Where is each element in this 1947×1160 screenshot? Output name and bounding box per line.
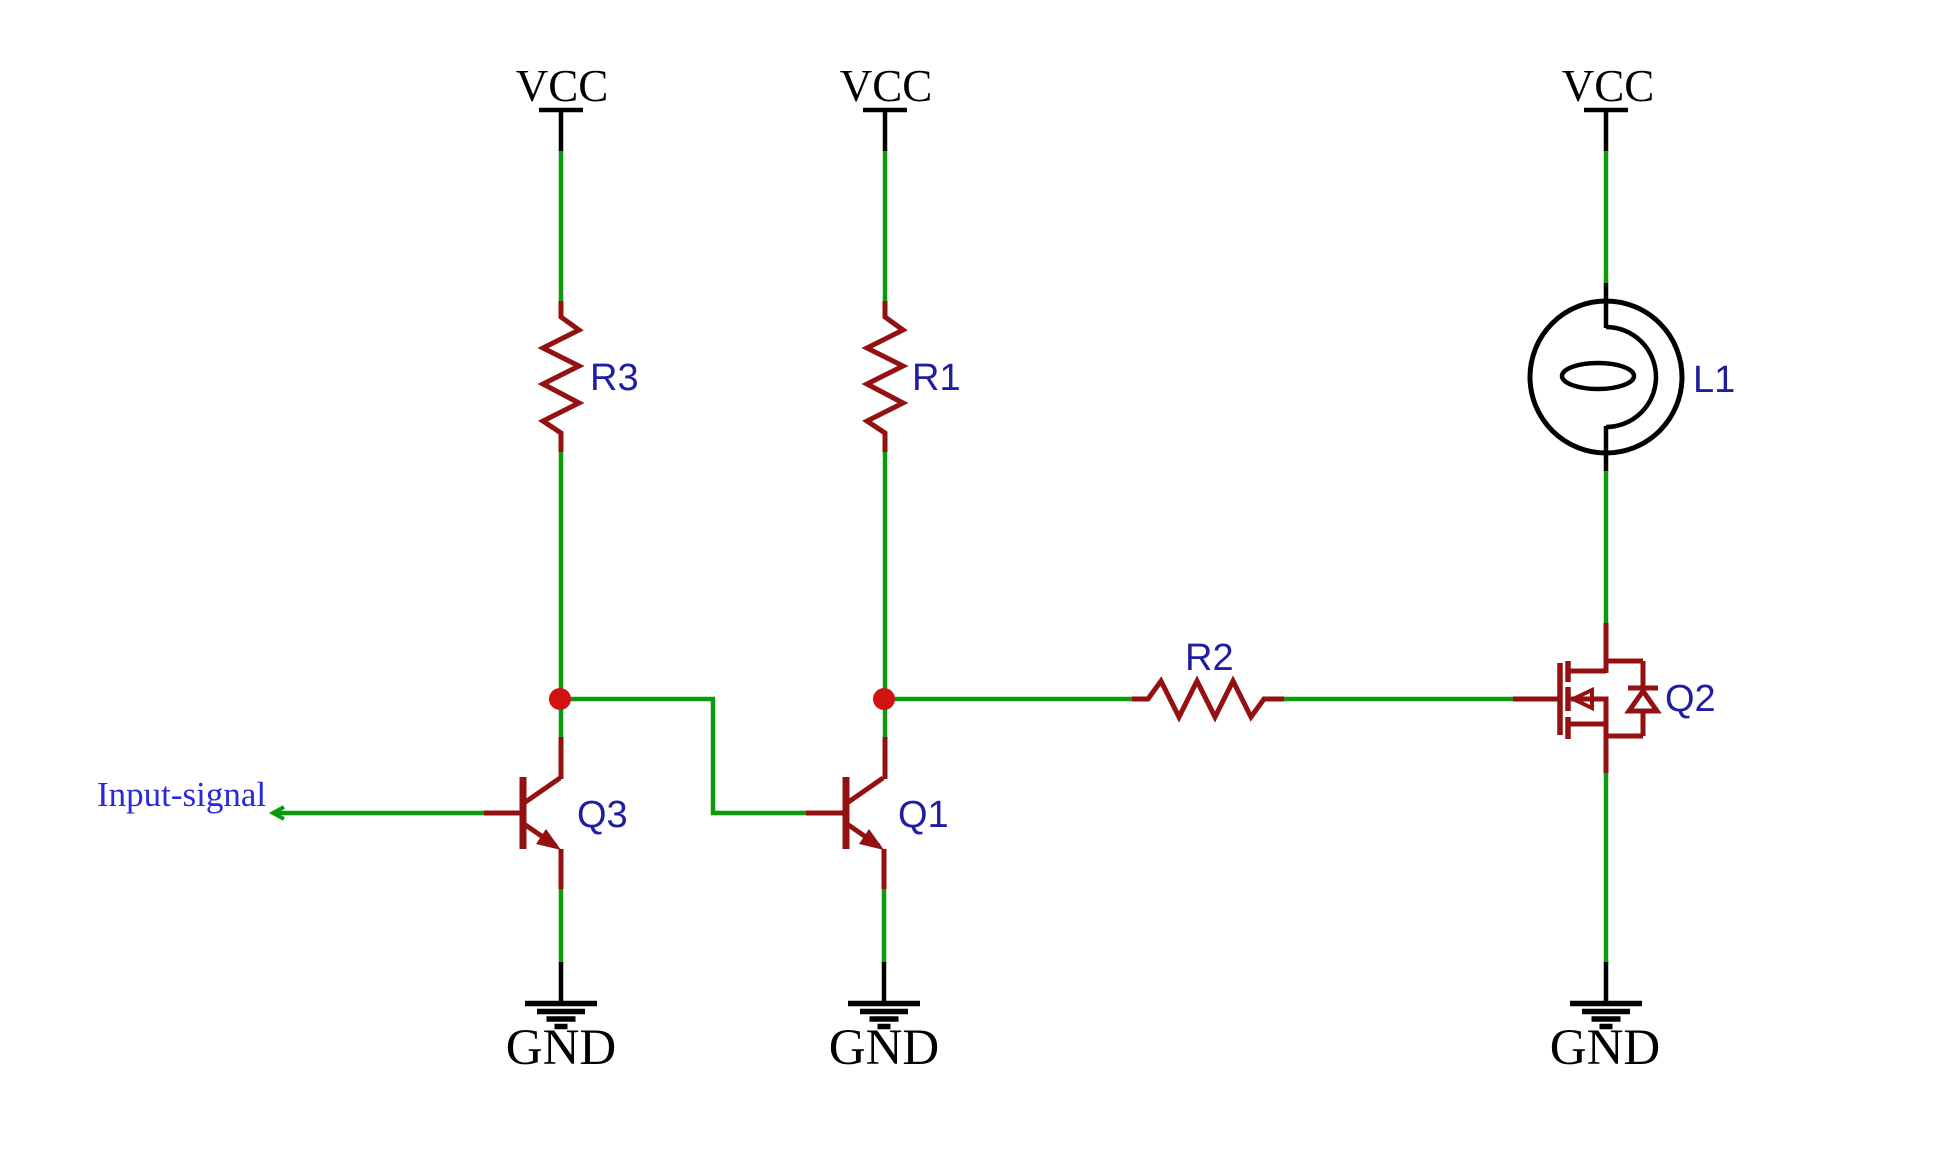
mosfet-Q2-symbol bbox=[1513, 623, 1662, 773]
gnd-symbol-1 bbox=[525, 962, 597, 1030]
gnd-label: GND bbox=[1550, 1020, 1661, 1076]
lamp-L1-symbol bbox=[1527, 283, 1685, 471]
q2-bulk-connect bbox=[1571, 696, 1609, 724]
vcc-label: VCC bbox=[840, 61, 933, 111]
vcc-label: VCC bbox=[1562, 61, 1655, 111]
lamp-filament-arc bbox=[1605, 324, 1659, 430]
components bbox=[484, 301, 1662, 889]
junction-dot bbox=[873, 688, 895, 710]
junction-dot bbox=[549, 688, 571, 710]
label-Q1: Q1 bbox=[898, 794, 949, 836]
label-R1: R1 bbox=[912, 357, 961, 399]
label-R2: R2 bbox=[1185, 637, 1234, 679]
q2-diode-triangle bbox=[1624, 686, 1662, 714]
resistor-R1-symbol bbox=[861, 301, 909, 452]
power-text: VCC VCC VCC GND GND GND bbox=[506, 61, 1661, 1076]
transistor-Q3-symbol bbox=[484, 737, 564, 889]
emitter-arrowheads bbox=[536, 829, 884, 850]
junction-dots bbox=[549, 688, 895, 710]
q1-emitter-arrow-icon bbox=[859, 829, 884, 850]
transistor-Q1-symbol bbox=[806, 737, 888, 889]
gnd-symbol-2 bbox=[848, 962, 920, 1030]
label-R3: R3 bbox=[590, 357, 639, 399]
q3-collector-diagonal bbox=[522, 775, 562, 806]
net-labels: Input-signal bbox=[97, 775, 266, 814]
label-L1: L1 bbox=[1693, 359, 1735, 401]
wire-segment-q3-to-q1 bbox=[561, 696, 807, 816]
q2-bulk-arrow-icon bbox=[1568, 686, 1594, 712]
vcc-label: VCC bbox=[516, 61, 609, 111]
label-Q3: Q3 bbox=[577, 794, 628, 836]
label-Q2: Q2 bbox=[1665, 678, 1716, 720]
q1-collector-diagonal bbox=[845, 775, 885, 806]
wires bbox=[268, 150, 1609, 964]
resistor-R3-symbol bbox=[537, 301, 585, 452]
black-symbols bbox=[525, 107, 1685, 1030]
gnd-label: GND bbox=[829, 1020, 940, 1076]
input-port-arrow-icon bbox=[268, 805, 285, 821]
gnd-label: GND bbox=[506, 1020, 617, 1076]
vcc-pin-3 bbox=[1584, 107, 1628, 151]
input-signal-label: Input-signal bbox=[97, 775, 266, 814]
gnd-symbol-3 bbox=[1570, 962, 1642, 1030]
q3-emitter-arrow-icon bbox=[536, 829, 561, 850]
resistor-R2-symbol bbox=[1132, 675, 1284, 723]
reference-labels: R3 R1 R2 Q3 Q1 Q2 L1 bbox=[577, 357, 1735, 836]
vcc-pin-2 bbox=[863, 107, 907, 151]
vcc-pin-1 bbox=[539, 107, 583, 151]
lamp-filament-loop bbox=[1559, 360, 1637, 392]
